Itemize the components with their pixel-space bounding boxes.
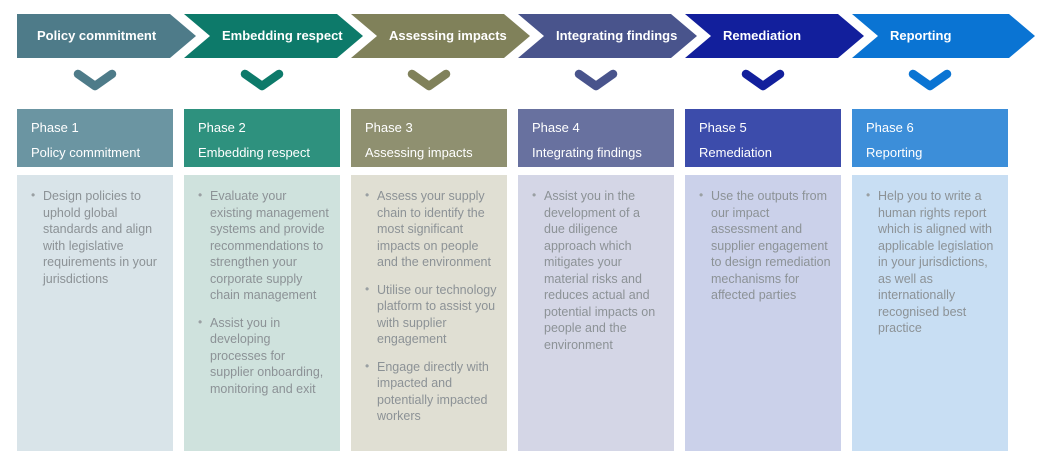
- phase-number: Phase 1: [31, 120, 79, 135]
- phase-bullet-list: Assist you in the development of a due d…: [531, 188, 664, 353]
- phase-card-header: Phase 6 Reporting: [852, 109, 1008, 167]
- phase-bullet-list: Assess your supply chain to identify the…: [364, 188, 497, 425]
- phase-columns: Phase 1 Policy commitment Design policie…: [17, 109, 1008, 451]
- phase-bullet: Evaluate your existing management system…: [197, 188, 330, 304]
- phase-card-1: Phase 1 Policy commitment Design policie…: [17, 109, 173, 451]
- phase-bullet: Assess your supply chain to identify the…: [364, 188, 497, 271]
- phase-card-body: Assess your supply chain to identify the…: [351, 175, 507, 451]
- chevron-down-icon: [17, 68, 173, 94]
- phase-card-5: Phase 5 Remediation Use the outputs from…: [685, 109, 841, 451]
- phase-card-body: Evaluate your existing management system…: [184, 175, 340, 451]
- phase-card-body: Use the outputs from our impact assessme…: [685, 175, 841, 451]
- phase-bullet: Engage directly with impacted and potent…: [364, 359, 497, 425]
- phase-bullet: Help you to write a human rights report …: [865, 188, 998, 337]
- phase-bullet-list: Evaluate your existing management system…: [197, 188, 330, 397]
- process-arrow-label: Integrating findings: [556, 28, 678, 43]
- phase-card-header: Phase 4 Integrating findings: [518, 109, 674, 167]
- chevron-down-icon: [685, 68, 841, 94]
- phase-number: Phase 4: [532, 120, 580, 135]
- phase-title: Embedding respect: [198, 145, 311, 160]
- phase-bullet: Assist you in the development of a due d…: [531, 188, 664, 353]
- chevron-down-icon: [852, 68, 1008, 94]
- phase-bullet: Design policies to uphold global standar…: [30, 188, 163, 287]
- process-arrow-label: Policy commitment: [37, 28, 157, 43]
- phase-card-header: Phase 5 Remediation: [685, 109, 841, 167]
- process-arrow-label: Remediation: [723, 28, 802, 43]
- phase-number: Phase 5: [699, 120, 747, 135]
- phase-card-4: Phase 4 Integrating findings Assist you …: [518, 109, 674, 451]
- phase-card-6: Phase 6 Reporting Help you to write a hu…: [852, 109, 1008, 451]
- phase-title: Policy commitment: [31, 145, 141, 160]
- phase-card-3: Phase 3 Assessing impacts Assess your su…: [351, 109, 507, 451]
- phase-bullet: Utilise our technology platform to assis…: [364, 282, 497, 348]
- phase-card-body: Assist you in the development of a due d…: [518, 175, 674, 451]
- chevron-down-icon: [518, 68, 674, 94]
- phase-card-header: Phase 1 Policy commitment: [17, 109, 173, 167]
- chevron-down-icon: [184, 68, 340, 94]
- phase-title: Remediation: [699, 145, 772, 160]
- phase-bullet: Assist you in developing processes for s…: [197, 315, 330, 398]
- phase-title: Integrating findings: [532, 145, 642, 160]
- process-arrow-label: Assessing impacts: [389, 28, 507, 43]
- phase-bullet: Use the outputs from our impact assessme…: [698, 188, 831, 304]
- phase-card-header: Phase 2 Embedding respect: [184, 109, 340, 167]
- process-arrow-phase-5: Remediation: [685, 14, 864, 58]
- process-arrow-phase-6: Reporting: [852, 14, 1035, 58]
- phase-title: Reporting: [866, 145, 923, 160]
- process-arrow-phase-1: Policy commitment: [17, 14, 196, 58]
- phase-card-body: Design policies to uphold global standar…: [17, 175, 173, 451]
- process-arrow-label: Embedding respect: [222, 28, 343, 43]
- process-arrow-phase-4: Integrating findings: [518, 14, 697, 58]
- phase-title: Assessing impacts: [365, 145, 473, 160]
- phase-card-body: Help you to write a human rights report …: [852, 175, 1008, 451]
- process-arrow-phase-3: Assessing impacts: [351, 14, 530, 58]
- chevron-down-icon: [351, 68, 507, 94]
- process-arrow-phase-2: Embedding respect: [184, 14, 363, 58]
- phase-number: Phase 2: [198, 120, 246, 135]
- phase-bullet-list: Help you to write a human rights report …: [865, 188, 998, 337]
- phase-bullet-list: Use the outputs from our impact assessme…: [698, 188, 831, 304]
- phase-number: Phase 6: [866, 120, 914, 135]
- process-arrow-label: Reporting: [890, 28, 952, 43]
- phase-bullet-list: Design policies to uphold global standar…: [30, 188, 163, 287]
- phase-card-2: Phase 2 Embedding respect Evaluate your …: [184, 109, 340, 451]
- phase-number: Phase 3: [365, 120, 413, 135]
- phase-card-header: Phase 3 Assessing impacts: [351, 109, 507, 167]
